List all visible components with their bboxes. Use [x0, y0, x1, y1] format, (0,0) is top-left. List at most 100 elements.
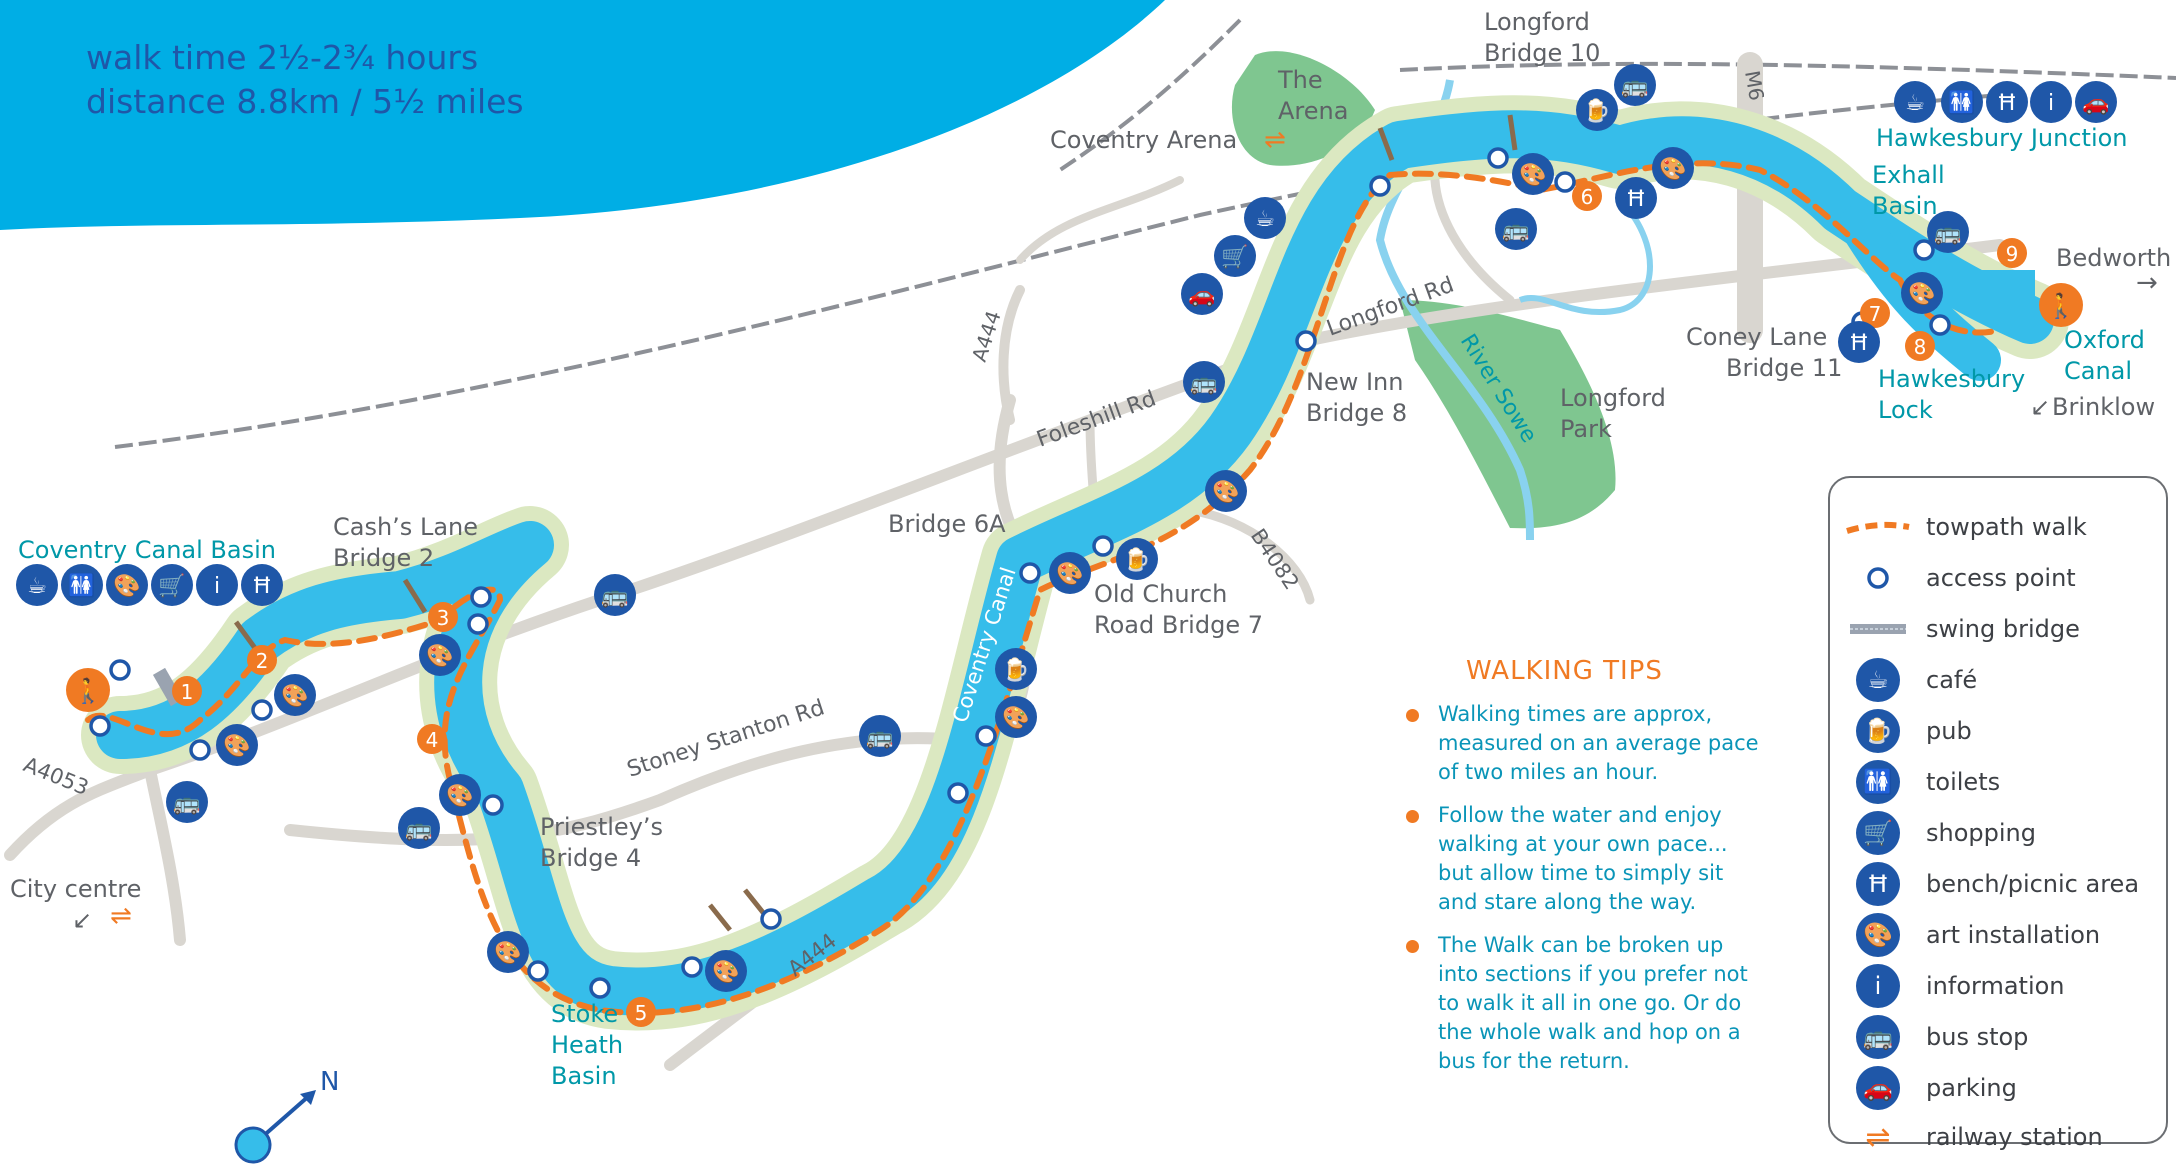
railway-icon: ⇌: [1865, 1119, 1891, 1155]
shopping-icon: 🛒: [1856, 811, 1900, 855]
legend-item: ⇌ railway station: [1865, 1119, 2103, 1155]
pub-icon: 🍺: [995, 648, 1037, 690]
svg-text:🚌: 🚌: [1190, 371, 1217, 396]
svg-text:🍺: 🍺: [1583, 97, 1610, 124]
stage-9: 9: [2006, 242, 2019, 266]
legend-item: swing bridge: [1830, 606, 2080, 652]
svg-text:Bridge 2: Bridge 2: [333, 544, 434, 572]
svg-text:🚌: 🚌: [405, 817, 432, 842]
svg-text:Ħ: Ħ: [1849, 331, 1869, 356]
svg-text:🚌: 🚌: [601, 584, 628, 609]
svg-text:🎨: 🎨: [494, 939, 521, 966]
svg-text:🎨: 🎨: [446, 782, 473, 809]
walk-time: walk time 2½-2¾ hours: [86, 38, 479, 77]
longford-park-label: Longford: [1560, 384, 1666, 412]
svg-text:🎨: 🎨: [1519, 161, 1546, 188]
hawkesbury-lock-label: Hawkesbury: [1878, 365, 2025, 393]
stage-3: 3: [437, 606, 450, 630]
legend-item: 🍺 pub: [1830, 708, 1972, 754]
towpath-walk: [85, 160, 2003, 1016]
svg-text:⇌: ⇌: [110, 901, 132, 931]
toilets-icon: 🚻: [61, 564, 103, 606]
stoke-heath-basin-label: Stoke: [551, 1000, 618, 1028]
legend-item: 🛒 shopping: [1830, 810, 2036, 856]
art-icon: 🎨: [1901, 272, 1943, 314]
svg-text:i: i: [214, 574, 220, 599]
toilets-icon: 🚻: [1856, 760, 1900, 804]
svg-text:Canal: Canal: [2064, 357, 2132, 385]
svg-text:🚗: 🚗: [1188, 283, 1215, 308]
svg-text:Bridge 4: Bridge 4: [540, 844, 641, 872]
svg-text:🍺: 🍺: [1002, 656, 1029, 683]
the-arena-label: The: [1277, 66, 1323, 94]
stage-7: 7: [1869, 302, 1882, 326]
parking-icon: 🚗: [2075, 81, 2117, 123]
north-arrow: N: [234, 1067, 339, 1164]
svg-text:🎨: 🎨: [1212, 478, 1239, 505]
bus-icon: 🚌: [859, 715, 901, 757]
svg-text:Ħ: Ħ: [1626, 187, 1646, 212]
svg-text:🎨: 🎨: [281, 682, 308, 709]
railway-line-arena: [1058, 18, 1242, 172]
parking-icon: 🚗: [1856, 1066, 1900, 1110]
bus-icon: 🚌: [1856, 1015, 1900, 1059]
information-icon: i: [2030, 81, 2072, 123]
walking-tips: WALKING TIPS Walking times are approx, m…: [1400, 656, 1760, 1076]
tip-item: The Walk can be broken up into sections …: [1400, 931, 1760, 1076]
stage-6: 6: [1581, 185, 1594, 209]
brinklow-label: Brinklow: [2052, 393, 2155, 421]
longford-bridge-10-label: Longford: [1484, 8, 1590, 36]
legend-item: ☕ café: [1830, 657, 1977, 703]
coventry-canal: [96, 110, 2054, 1016]
picnic-icon: Ħ: [1986, 81, 2028, 123]
bus-icon: 🚌: [166, 781, 208, 823]
legend-item: towpath walk: [1830, 504, 2087, 550]
coventry-arena-label: Coventry Arena: [1050, 126, 1237, 154]
foleshill-rd-label: Foleshill Rd: [1034, 386, 1160, 452]
priestleys-bridge-label: Priestley’s: [540, 813, 663, 841]
cafe-icon: ☕: [16, 564, 58, 606]
svg-text:☕: ☕: [27, 574, 47, 599]
svg-text:🛒: 🛒: [158, 573, 185, 599]
bus-icon: 🚌: [594, 574, 636, 616]
a4053-label: A4053: [20, 752, 92, 800]
svg-text:🚌: 🚌: [866, 725, 893, 750]
city-centre-label: City centre: [10, 875, 141, 903]
art-icon: 🎨: [419, 634, 461, 676]
legend-item: access point: [1830, 555, 2076, 601]
information-icon: i: [196, 564, 238, 606]
art-icon: 🎨: [487, 931, 529, 973]
oxford-canal-label: Oxford: [2064, 326, 2145, 354]
header-banner: [0, 0, 1165, 230]
picnic-icon: Ħ: [1615, 177, 1657, 219]
svg-text:🚌: 🚌: [1502, 218, 1529, 243]
svg-text:Park: Park: [1560, 415, 1612, 443]
new-inn-bridge-label: New Inn: [1306, 368, 1403, 396]
bus-icon: 🚌: [398, 807, 440, 849]
information-icon: i: [1856, 964, 1900, 1008]
cashs-lane-bridge-label: Cash’s Lane: [333, 513, 478, 541]
art-icon: 🎨: [439, 774, 481, 816]
svg-text:↙: ↙: [2030, 393, 2050, 421]
svg-text:→: →: [2136, 268, 2158, 298]
stage-8: 8: [1914, 335, 1927, 359]
arena-park: [1231, 51, 1375, 166]
stage-2: 2: [256, 649, 269, 673]
svg-text:Bridge 8: Bridge 8: [1306, 399, 1407, 427]
svg-text:🎨: 🎨: [1908, 280, 1935, 307]
svg-text:i: i: [2048, 91, 2054, 116]
picnic-icon: Ħ: [241, 564, 283, 606]
bedworth-label: Bedworth: [2056, 244, 2171, 272]
svg-text:🛒: 🛒: [1221, 244, 1248, 270]
cafe-icon: ☕: [1244, 197, 1286, 239]
m6-label: M6: [1740, 69, 1769, 103]
svg-text:🚌: 🚌: [1621, 74, 1648, 99]
svg-text:🎨: 🎨: [1056, 560, 1083, 587]
stage-1: 1: [181, 680, 194, 704]
railway-line-north: [1399, 61, 2176, 80]
svg-text:🚌: 🚌: [1934, 221, 1961, 246]
bridge-6a-label: Bridge 6A: [888, 510, 1006, 538]
picnic-icon: Ħ: [1856, 862, 1900, 906]
map-icons: ☕ 🚻 🎨 🛒 i Ħ 🎨 🎨 🚌 🚌 🎨 🎨 🚌 🎨 🎨 🚌 🍺 🎨 🎨 🍺 …: [16, 64, 2117, 992]
